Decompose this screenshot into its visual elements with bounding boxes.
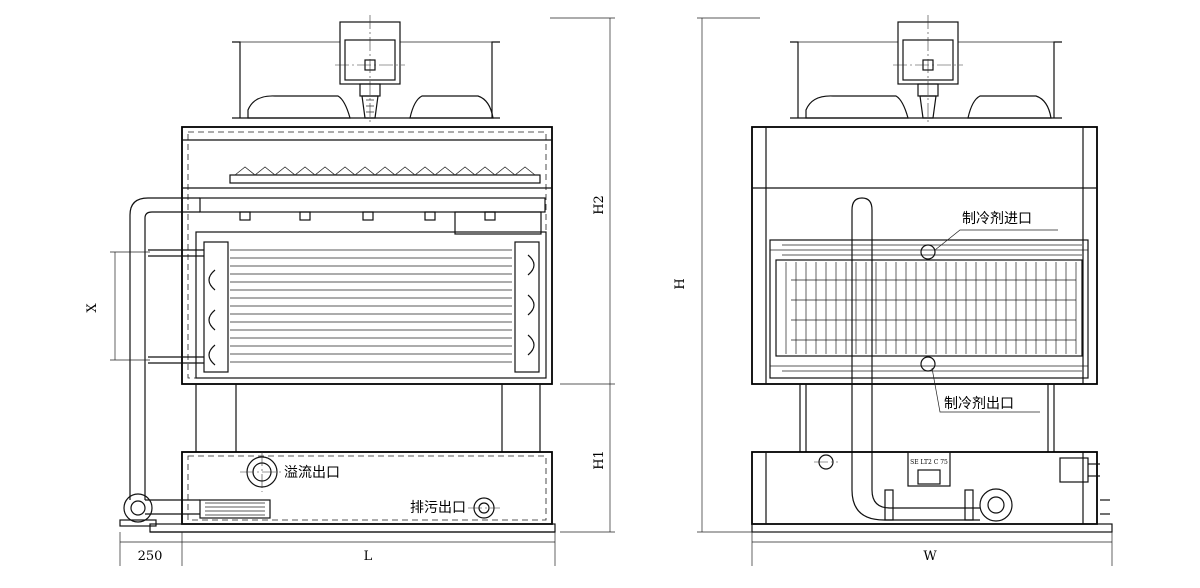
front-view: 溢流出口 排污出口 xyxy=(119,15,556,533)
refrigerant-inlet-port xyxy=(920,244,936,260)
drain-outlet-label: 排污出口 xyxy=(410,500,466,516)
fan-assembly-right xyxy=(790,15,1062,125)
fan-motor xyxy=(339,21,401,85)
coil-tubes xyxy=(230,249,512,363)
pump-nameplate: SE LT2 C 75 xyxy=(910,459,948,466)
filter-screen xyxy=(199,499,271,519)
dim-h: H xyxy=(673,278,688,289)
circulation-pipe xyxy=(119,197,200,527)
dim-250: 250 xyxy=(138,549,163,564)
dimensions-front: H2 H1 X 250 L xyxy=(85,17,615,566)
fan-assembly-left xyxy=(232,15,500,125)
dim-x: X xyxy=(85,303,100,313)
fan-blade-left xyxy=(247,95,351,119)
drain-port xyxy=(468,497,500,519)
coil-plates xyxy=(785,262,1077,354)
water-pump: SE LT2 C 75 xyxy=(851,451,1013,522)
overflow-port xyxy=(240,452,284,492)
overflow-outlet-label: 溢流出口 xyxy=(284,465,340,481)
dim-h2: H2 xyxy=(592,195,607,215)
refrigerant-inlet-label: 制冷剂进口 xyxy=(962,211,1032,227)
refrigerant-outlet-label: 制冷剂出口 xyxy=(944,396,1014,412)
dim-l: L xyxy=(364,549,373,564)
fan-blade-right xyxy=(409,95,494,119)
dim-w: W xyxy=(923,549,937,564)
coil-bank xyxy=(769,239,1089,379)
refrigerant-outlet-port xyxy=(920,356,936,372)
coil-block xyxy=(195,231,547,379)
side-view: 制冷剂进口 制冷剂出口 SE LT2 C 75 xyxy=(751,15,1113,533)
dim-h1: H1 xyxy=(592,450,607,470)
casing-upper xyxy=(181,126,553,385)
dimensions-side: H W xyxy=(673,17,1113,566)
spray-header xyxy=(199,166,546,235)
basin-left xyxy=(181,451,553,525)
